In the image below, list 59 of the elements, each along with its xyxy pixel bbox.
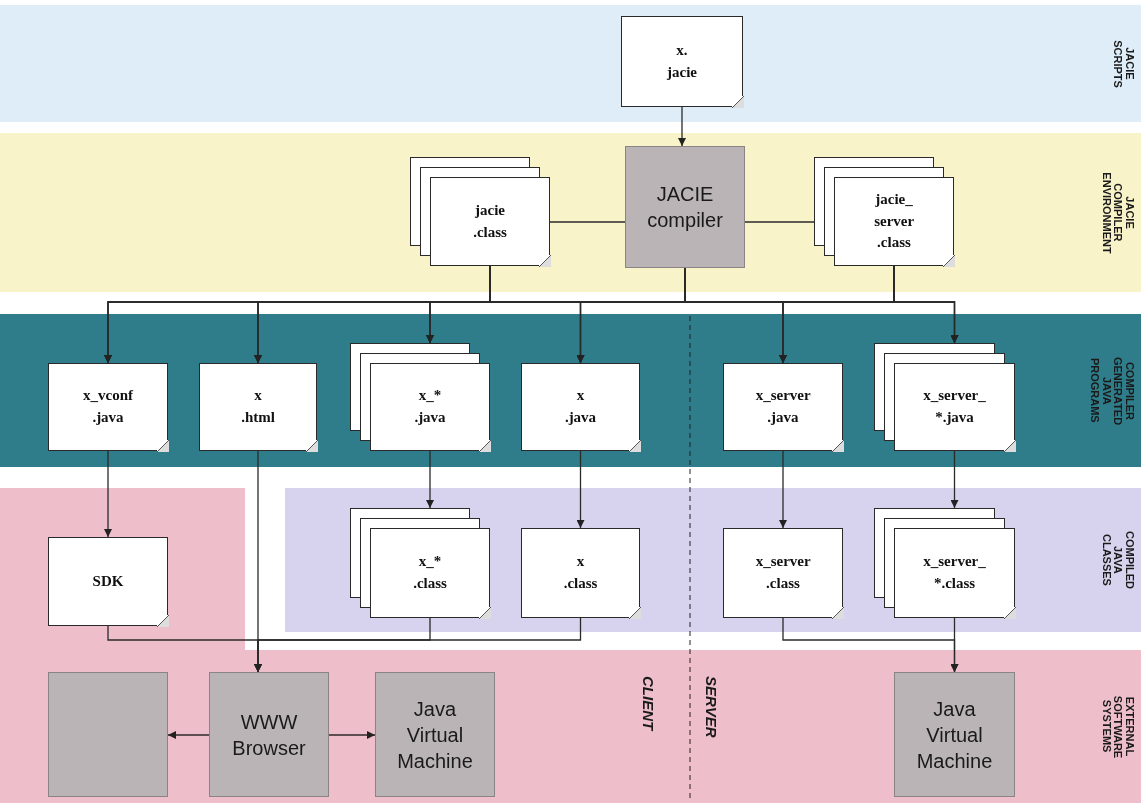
software-box [48, 672, 168, 797]
connector-arrow [779, 450, 787, 529]
layer-title: COMPILED JAVA CLASSES [1100, 530, 1135, 590]
connector-arrow [104, 450, 112, 538]
connector-arrow [950, 450, 959, 509]
connector-arrow [254, 617, 582, 673]
file-name: x_server .java [755, 386, 811, 427]
layer-band [0, 650, 1141, 803]
document-card [723, 528, 843, 618]
side-label: CLIENT [640, 676, 657, 731]
connector-arrow [167, 731, 210, 739]
file-name: x_server_ *.java [923, 386, 986, 427]
software-box [209, 672, 329, 797]
software-label: JACIE compiler [647, 182, 723, 233]
connector-arrow [576, 450, 585, 529]
software-label: WWW Browser [232, 709, 306, 761]
file-name: x. jacie [667, 40, 697, 82]
software-box [625, 146, 745, 268]
document-card [834, 177, 954, 266]
layer-title: EXTERNAL SOFTWARE SYSTEMS [1100, 695, 1135, 758]
document-card [48, 363, 168, 451]
file-name: x .html [241, 386, 275, 427]
document-card [621, 16, 743, 107]
file-name: jacie_ server .class [874, 189, 914, 253]
document-card [430, 177, 550, 266]
software-box [894, 672, 1015, 797]
software-label: Java Virtual Machine [397, 696, 473, 774]
document-card [521, 363, 640, 451]
file-name: jacie .class [473, 200, 507, 242]
file-name: x .java [564, 386, 597, 427]
connector-arrow [678, 106, 686, 147]
file-name: x_server .class [755, 552, 811, 593]
document-card [894, 363, 1015, 451]
file-name: x_* .java [414, 386, 446, 427]
connector-arrow [950, 617, 959, 673]
file-name: x_* .class [413, 552, 447, 593]
file-name: x .class [563, 552, 598, 593]
layer-band [0, 133, 1141, 292]
software-box [375, 672, 495, 797]
document-card [894, 528, 1015, 618]
connector-arrow [328, 731, 376, 739]
layer-title: JACIE COMPILER ENVIRONMENT [1100, 171, 1135, 254]
layer-band [0, 5, 1141, 122]
layer-title: JACIE SCRIPTS [1111, 39, 1135, 88]
document-card [521, 528, 640, 618]
connector-arrow [426, 450, 434, 509]
layer-title: COMPILER GENERATED JAVA PROGRAMS [1088, 356, 1135, 425]
file-name: SDK [92, 571, 124, 591]
software-label: Java Virtual Machine [916, 696, 993, 774]
document-card [370, 528, 490, 618]
file-name: x_server_ *.class [923, 552, 986, 593]
side-label: SERVER [703, 676, 720, 738]
file-name: x_vconf .java [83, 386, 133, 427]
document-card [723, 363, 843, 451]
layer-band [0, 314, 1141, 467]
layer-band [285, 488, 1141, 632]
document-card [199, 363, 317, 451]
document-card [48, 537, 168, 626]
document-card [370, 363, 490, 451]
